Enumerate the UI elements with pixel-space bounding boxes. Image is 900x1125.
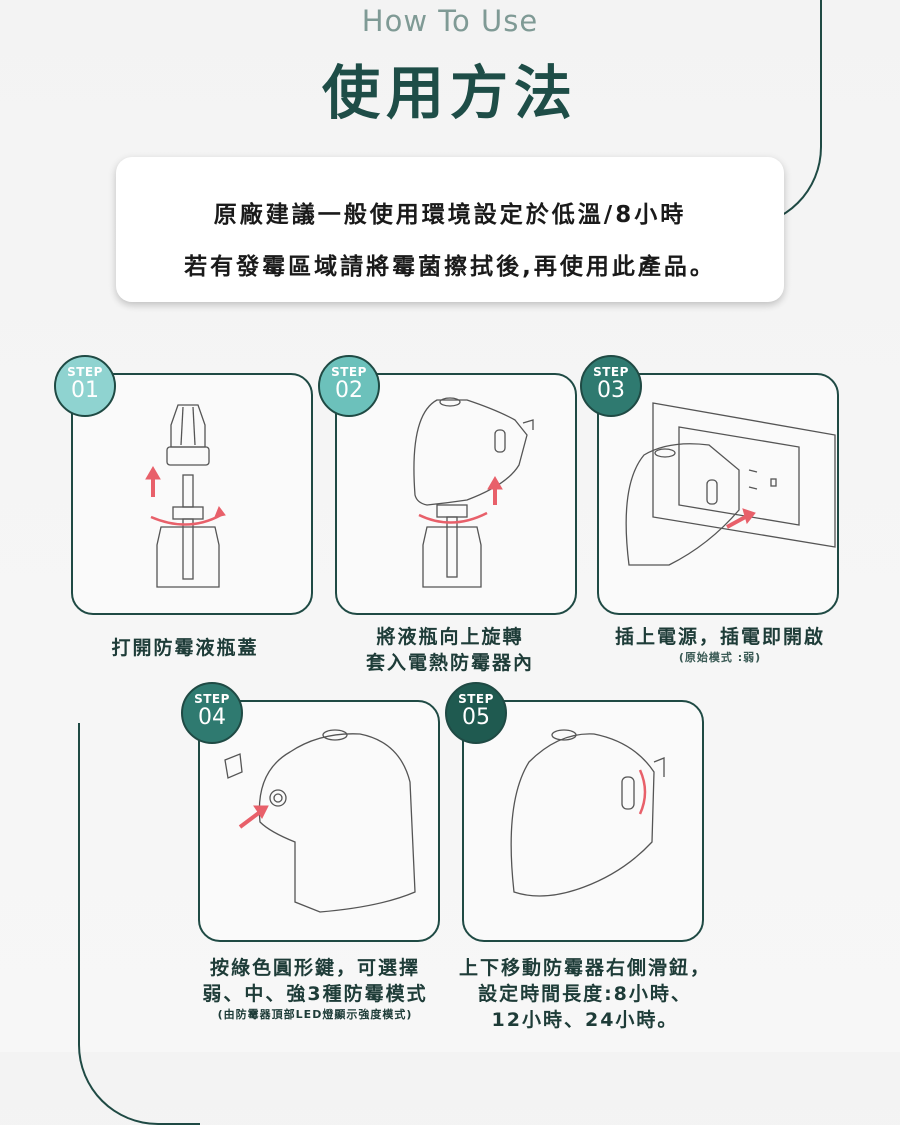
- decorative-border-bottom: [78, 723, 200, 1125]
- caption-note: (由防霉器頂部LED燈顯示強度模式): [217, 1008, 413, 1021]
- page-subtitle: How To Use: [361, 4, 539, 38]
- usage-notice-box: 原廠建議一般使用環境設定於低溫/8小時 若有發霉區域請將霉菌擦拭後,再使用此產品…: [116, 157, 784, 302]
- step-03-caption: 插上電源，插電即開啟 (原始模式 :弱): [590, 624, 850, 666]
- notice-line-2: 若有發霉區域請將霉菌擦拭後,再使用此產品。: [184, 254, 716, 280]
- plug-into-outlet-illustration: [625, 402, 836, 566]
- caption-line: 打開防霉液瓶蓋: [111, 637, 259, 659]
- step-number: 05: [462, 705, 490, 730]
- step-badge: STEP 01: [54, 355, 116, 417]
- step-number: 02: [335, 378, 363, 403]
- step-04-caption: 按綠色圓形鍵，可選擇 弱、中、強3種防霉模式 (由防霉器頂部LED燈顯示強度模式…: [190, 955, 440, 1023]
- step-02-caption: 將液瓶向上旋轉 套入電熱防霉器內: [325, 624, 575, 676]
- caption-line: 插上電源，插電即開啟: [614, 626, 825, 648]
- caption-line: 上下移動防霉器右側滑鈕，: [458, 957, 711, 979]
- attach-bottle-illustration: [413, 397, 534, 588]
- step-label: STEP: [331, 365, 367, 379]
- step-number: 01: [71, 378, 99, 403]
- step-number: 03: [597, 378, 625, 403]
- step-01-card: STEP 01: [54, 355, 313, 615]
- page-title: 使用方法: [321, 59, 578, 127]
- step-05-card: STEP 05: [445, 682, 704, 942]
- step-label: STEP: [194, 692, 230, 706]
- step-label: STEP: [67, 365, 103, 379]
- step-02-card: STEP 02: [318, 355, 577, 615]
- step-badge: STEP 03: [580, 355, 642, 417]
- notice-line-1: 原廠建議一般使用環境設定於低溫/8小時: [213, 202, 687, 228]
- step-03-card: STEP 03: [580, 355, 839, 615]
- caption-line: 套入電熱防霉器內: [365, 652, 534, 674]
- caption-line: 將液瓶向上旋轉: [376, 626, 524, 648]
- step-badge: STEP 04: [181, 682, 243, 744]
- step-badge: STEP 02: [318, 355, 380, 417]
- caption-line: 12小時、24小時。: [491, 1009, 679, 1031]
- step-number: 04: [198, 705, 226, 730]
- caption-line: 設定時間長度:8小時、: [478, 983, 692, 1005]
- press-mode-button-illustration: [224, 729, 416, 913]
- step-badge: STEP 05: [445, 682, 507, 744]
- step-label: STEP: [593, 365, 629, 379]
- caption-line: 弱、中、強3種防霉模式: [202, 983, 428, 1005]
- step-04-card: STEP 04: [181, 682, 440, 942]
- step-label: STEP: [458, 692, 494, 706]
- caption-note: (原始模式 :弱): [678, 651, 762, 664]
- move-timer-slider-illustration: [510, 729, 665, 897]
- step-01-caption: 打開防霉液瓶蓋: [60, 635, 310, 661]
- step-05-caption: 上下移動防霉器右側滑鈕， 設定時間長度:8小時、 12小時、24小時。: [445, 955, 725, 1033]
- caption-line: 按綠色圓形鍵，可選擇: [209, 957, 420, 979]
- bottle-cap-removal-illustration: [145, 404, 226, 588]
